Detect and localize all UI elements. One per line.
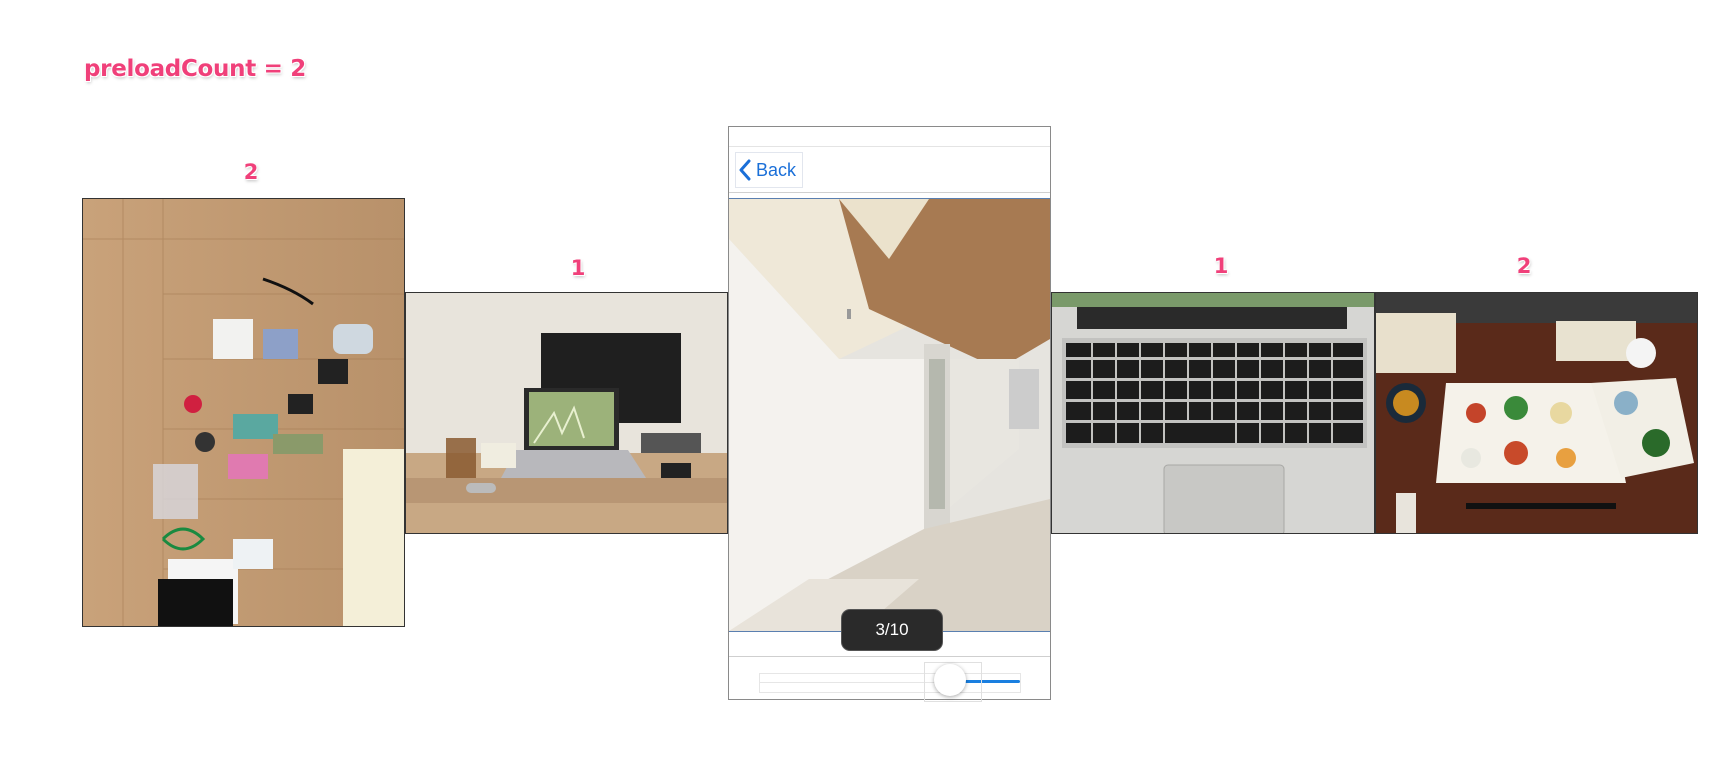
slider-thumb[interactable] — [934, 664, 966, 696]
slider-thumb-frame — [924, 662, 982, 702]
slider-fill — [953, 680, 1020, 683]
page-counter: 3/10 — [842, 610, 942, 650]
current-photo-hallway[interactable] — [729, 198, 1050, 632]
slider-track-midline — [759, 682, 1019, 683]
preload-count-heading: preloadCount = 2 — [84, 56, 306, 82]
preloaded-photo-desk-setup — [405, 292, 728, 534]
navigation-bar-divider — [729, 192, 1050, 193]
preload-distance-label: 2 — [243, 160, 259, 184]
slider-track[interactable] — [759, 673, 1021, 693]
preloaded-photo-keyboard — [1051, 292, 1375, 534]
chevron-left-icon — [739, 159, 751, 181]
toolbar-divider — [729, 656, 1050, 657]
preload-distance-label: 1 — [570, 256, 586, 280]
preloaded-photo-items-on-floor — [82, 198, 405, 627]
preload-distance-label: 1 — [1213, 254, 1229, 278]
preloaded-photo-food — [1375, 292, 1698, 534]
back-button[interactable]: Back — [735, 152, 804, 188]
back-button-label: Back — [756, 159, 797, 180]
status-bar-divider — [729, 146, 1050, 147]
photo-viewer-phone: Back 3/10 — [728, 126, 1051, 702]
preload-distance-label: 2 — [1516, 254, 1532, 278]
